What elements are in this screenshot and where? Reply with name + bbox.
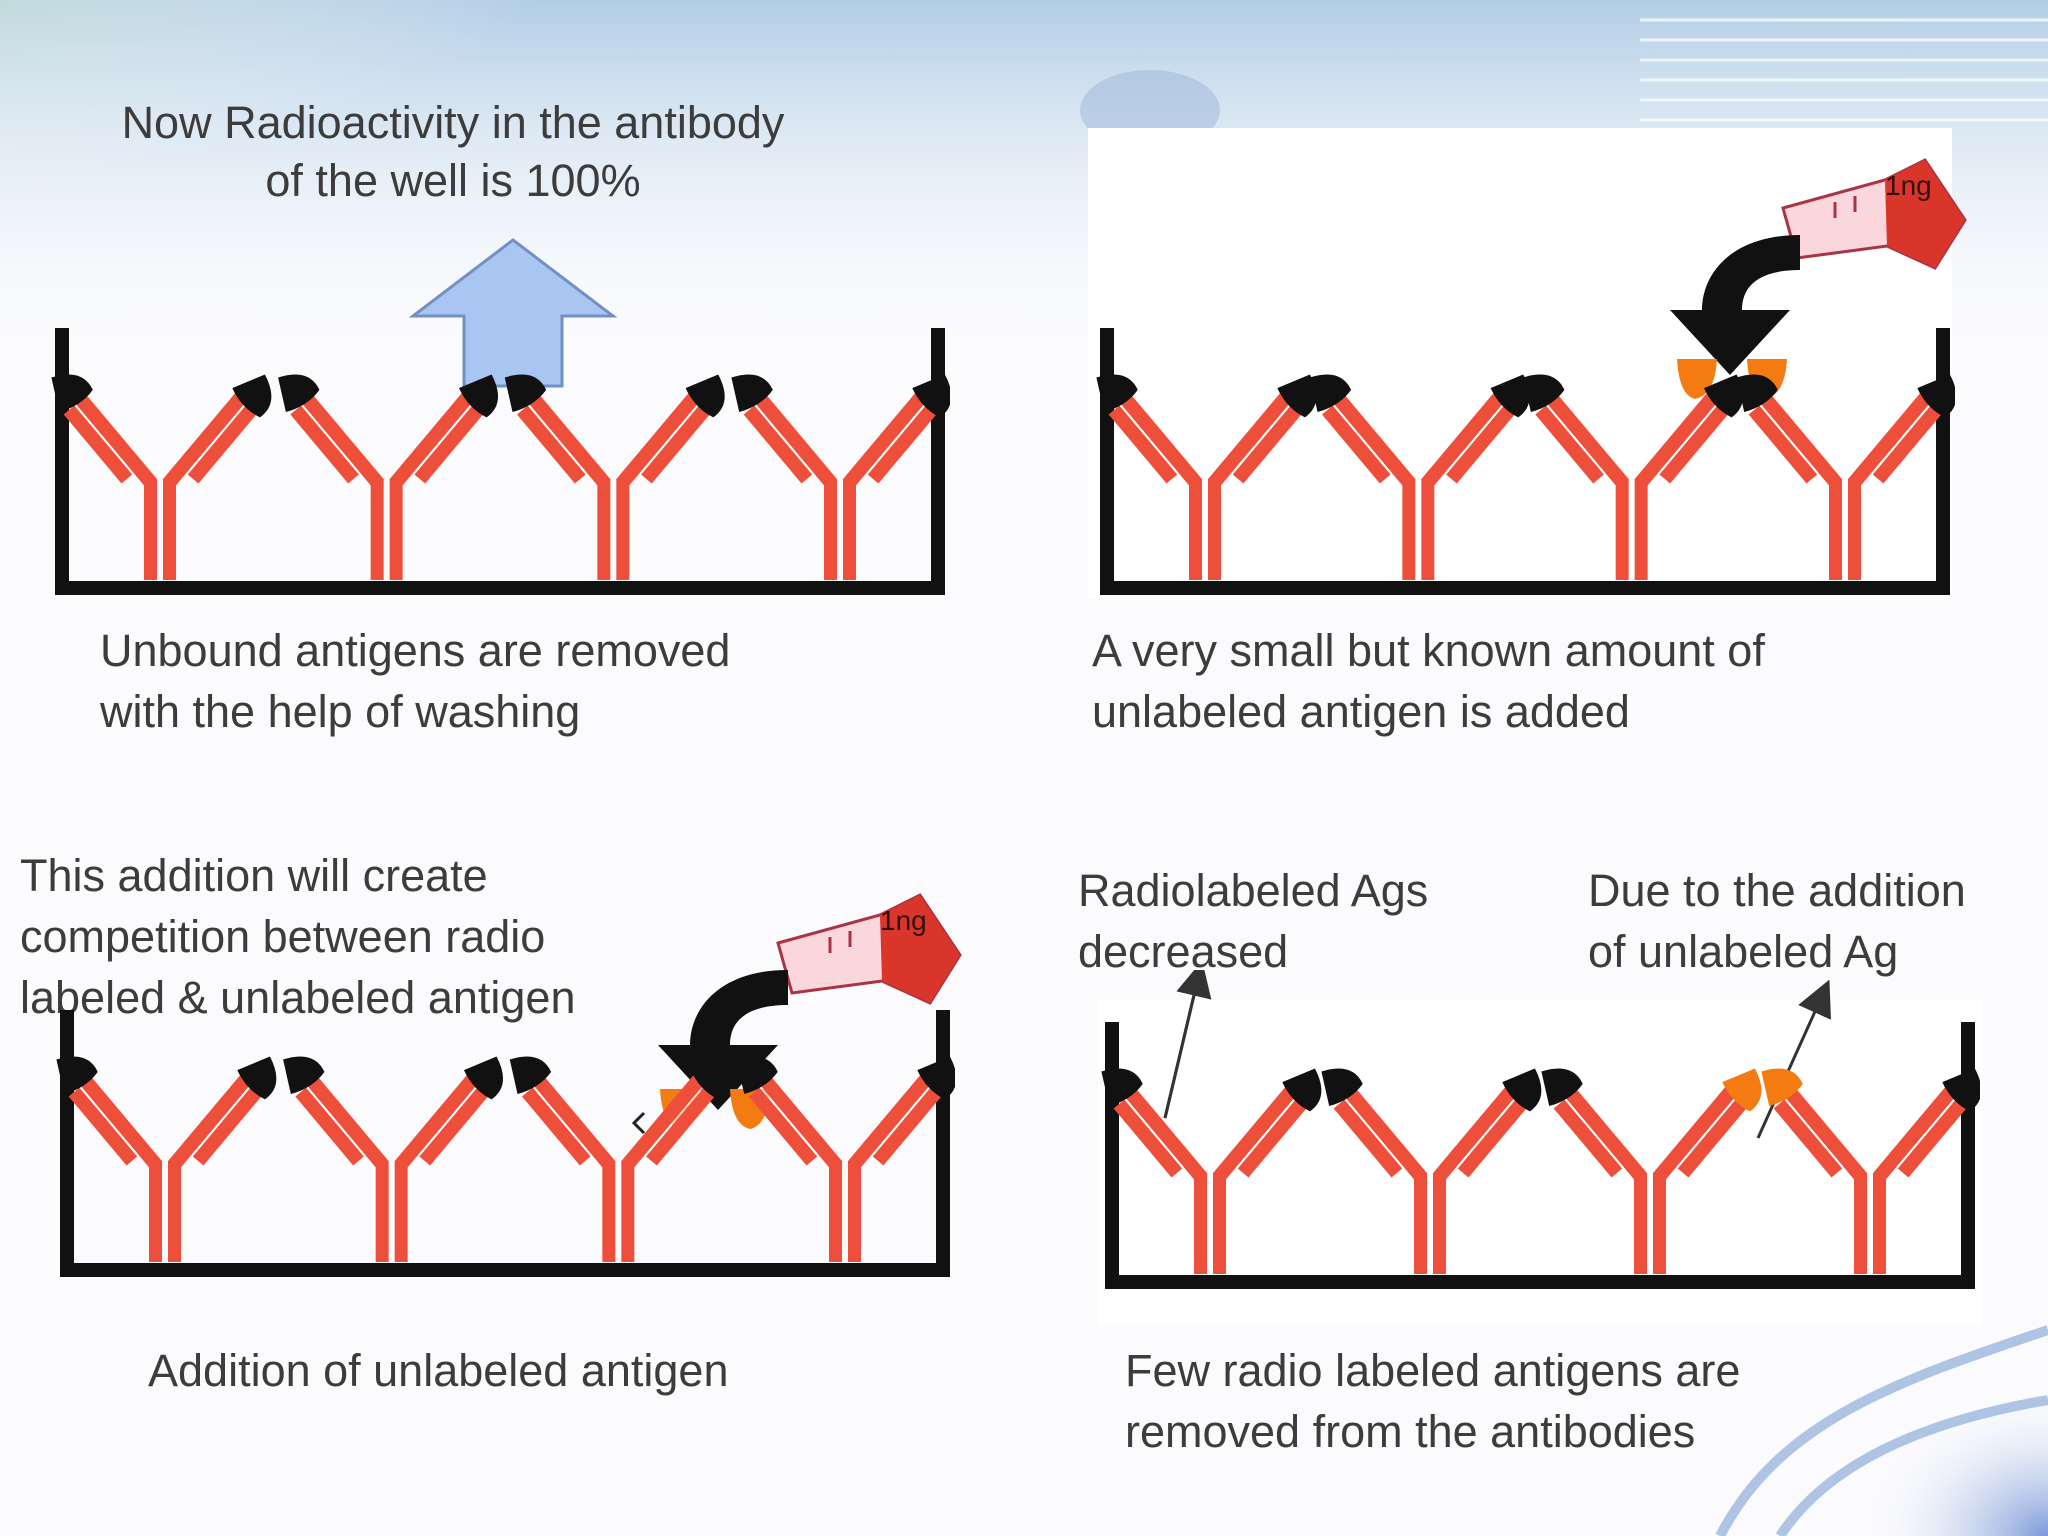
radiolabeled-antigen: [504, 374, 547, 413]
radiolabeled-antigen: [463, 1056, 503, 1100]
antibody: [1535, 387, 1728, 580]
curved-arrow: [658, 970, 788, 1110]
antibody: [1333, 1081, 1527, 1274]
radiolabeled-antigen: [690, 1056, 730, 1100]
radiolabeled-antigen: [278, 374, 320, 413]
flask-label: 1ng: [880, 905, 927, 936]
radiolabeled-antigen: [1703, 374, 1743, 418]
radiolabeled-antigen: [237, 1056, 277, 1100]
caption-washing: Unbound antigens are removed with the he…: [100, 625, 731, 737]
well-4: [1101, 1022, 1980, 1289]
flask-icon: 1ng: [776, 893, 962, 1005]
radiolabeled-antigen: [912, 374, 950, 418]
antibody: [748, 1069, 942, 1262]
radiolabeled-antigen: [1917, 374, 1955, 418]
label-due-to-unlabeled: Due to the addition of unlabeled Ag: [1588, 865, 1966, 977]
competition-note: This addition will create competition be…: [20, 850, 576, 1023]
radiolabeled-antigen: [1942, 1068, 1980, 1112]
pointer-arrows: [1163, 970, 1832, 1139]
radiolabeled-antigen: [685, 374, 725, 418]
radiolabeled-antigen: [56, 1056, 98, 1095]
caption-unlabeled-added: A very small but known amount of unlabel…: [1092, 625, 1765, 737]
radiolabeled-antigen: [509, 1056, 552, 1095]
radiolabeled-antigen: [283, 1056, 325, 1095]
antibody: [68, 1069, 262, 1262]
antibody: [743, 387, 937, 580]
radiolabeled-antigen: [917, 1056, 955, 1100]
radioactivity-note: Now Radioactivity in the antibody of the…: [121, 97, 785, 206]
antibody: [63, 387, 257, 580]
antibody: [295, 1069, 488, 1262]
radiolabeled-antigen: [1490, 374, 1530, 418]
antibody: [522, 1069, 715, 1262]
radiolabeled-antigen: [1096, 374, 1138, 413]
label-radiolabeled-decreased: Radiolabeled Ags decreased: [1078, 865, 1429, 977]
radiolabeled-antigen: [731, 374, 773, 413]
radiolabeled-antigen: [1101, 1068, 1143, 1107]
radiolabeled-antigen: [1523, 374, 1565, 413]
unlabeled-antigen: [1761, 1068, 1803, 1107]
radiolabeled-antigen: [458, 374, 498, 418]
unlabeled-antigen: [1722, 1068, 1762, 1112]
flask-icon: 1ng: [1781, 158, 1967, 270]
radiolabeled-antigen: [1321, 1068, 1363, 1107]
antibody: [290, 387, 483, 580]
curved-arrow: [1670, 235, 1800, 375]
antibody: [1108, 387, 1302, 580]
antibody: [1113, 1081, 1307, 1274]
radiolabeled-antigen: [1277, 374, 1317, 418]
antibody: [1553, 1081, 1747, 1274]
radiolabeled-antigen: [1309, 374, 1352, 413]
antibody: [1748, 387, 1942, 580]
well-3: [56, 1010, 955, 1277]
radiolabeled-antigen: [736, 1056, 778, 1095]
caption-competition: Addition of unlabeled antigen: [148, 1345, 729, 1396]
caption-displacement: Few radio labeled antigens are removed f…: [1125, 1345, 1741, 1457]
radiolabeled-antigen: [232, 374, 272, 418]
radiolabeled-antigen: [51, 374, 93, 413]
radiolabeled-antigen: [1736, 374, 1778, 413]
flask-label: 1ng: [1885, 170, 1932, 201]
radiolabeled-antigen: [1541, 1068, 1583, 1107]
radiolabeled-antigen: [1282, 1068, 1322, 1112]
antibody: [1322, 387, 1515, 580]
radiolabeled-antigen: [1502, 1068, 1542, 1112]
well-1: [51, 328, 950, 595]
well-2: [1096, 328, 1955, 595]
antibody: [1773, 1081, 1967, 1274]
antibody: [517, 387, 710, 580]
